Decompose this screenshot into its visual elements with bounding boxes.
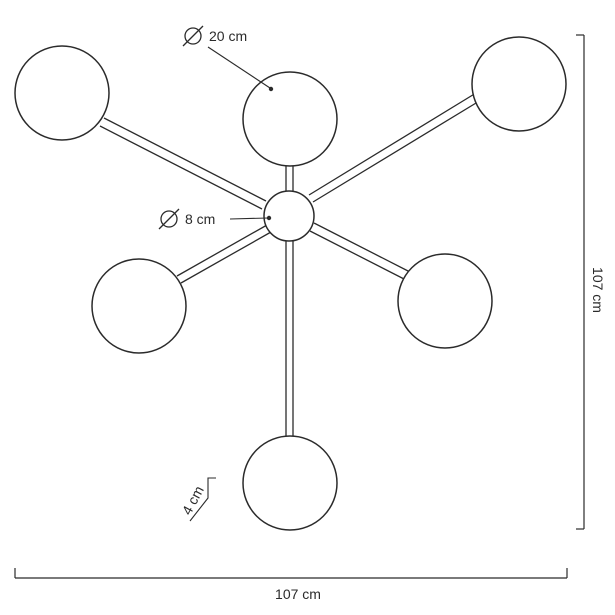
globe-top — [242, 71, 338, 167]
globe-diameter-leader — [207, 46, 271, 89]
globe-diameter-label: 20 cm — [209, 28, 247, 44]
arm-upper-right-edge-b — [312, 99, 482, 203]
central-hub — [263, 190, 315, 242]
arm-upper-left-edge-b — [99, 125, 263, 210]
arm-thickness-label: 4 cm — [179, 483, 207, 517]
arm-upper-right-edge-a — [308, 92, 477, 196]
globe-diameter-callout: 20 cm — [182, 25, 274, 92]
hub-diameter-leader-dot — [266, 215, 272, 221]
arms — [99, 92, 482, 436]
hub-diameter-label: 8 cm — [185, 211, 215, 227]
height-dimension: 107 cm — [576, 34, 606, 530]
width-dimension: 107 cm — [14, 568, 568, 602]
overall-width-label: 107 cm — [275, 586, 321, 602]
globes — [14, 36, 567, 531]
globe-lower-right — [397, 253, 493, 349]
diameter-icon — [158, 208, 180, 230]
arm-lower-left-edge-b — [180, 231, 272, 284]
hub-diameter-callout: 8 cm — [158, 208, 272, 230]
globe-lower-left — [91, 258, 187, 354]
arm-upper-left-edge-a — [103, 117, 267, 202]
hub-diameter-leader — [229, 217, 269, 220]
globe-diameter-leader-dot — [268, 86, 274, 92]
globe-bottom — [242, 435, 338, 531]
globe-upper-left — [14, 45, 110, 141]
globe-upper-right — [471, 36, 567, 132]
arm-lower-right-edge-a — [313, 222, 411, 273]
arm-thickness-bracket — [189, 477, 216, 522]
diameter-icon — [182, 25, 204, 47]
arm-thickness-callout: 4 cm — [179, 477, 216, 522]
overall-height-label: 107 cm — [590, 267, 606, 313]
arm-lower-left-edge-a — [176, 224, 268, 277]
arm-lower-right-edge-b — [309, 230, 407, 281]
